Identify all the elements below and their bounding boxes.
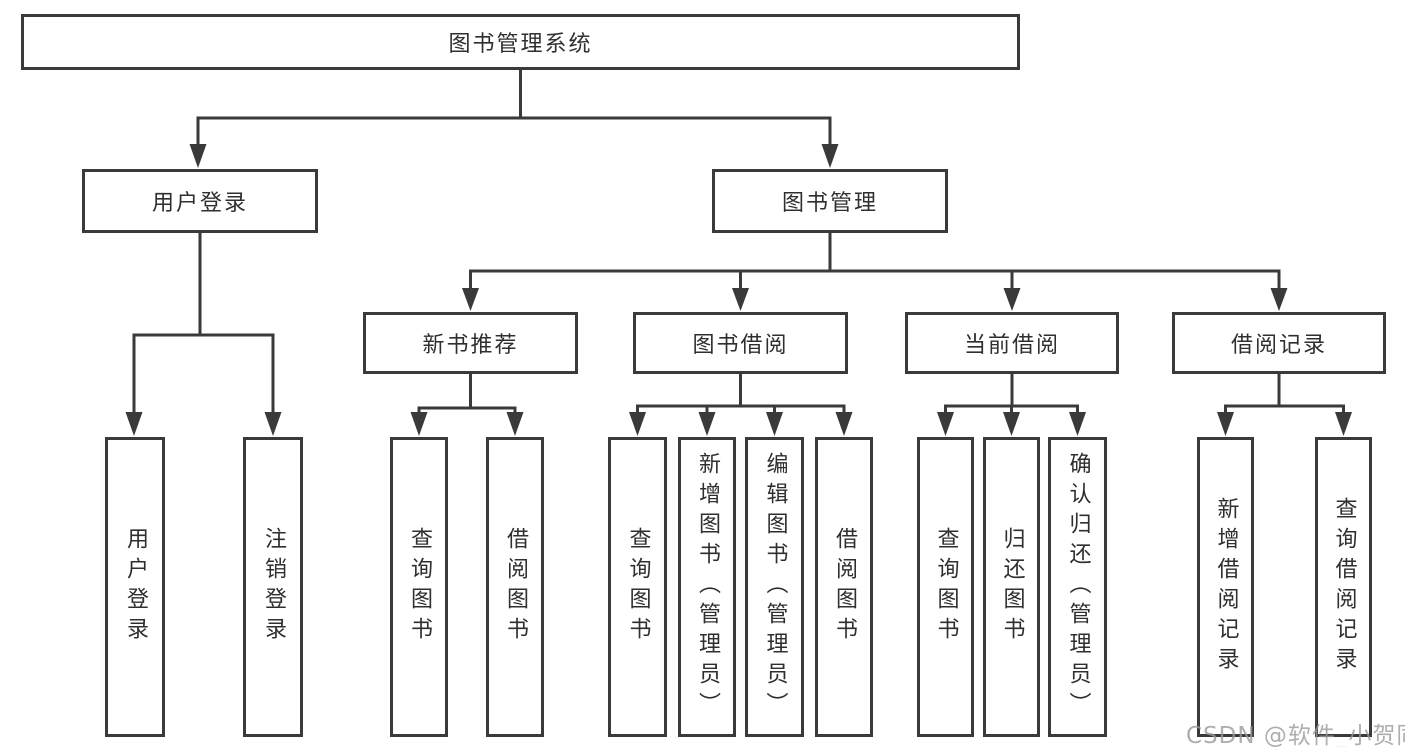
leaf-return-books: 归还图书: [983, 437, 1040, 737]
node-book-management-label: 图书管理: [781, 191, 878, 216]
leaf-borrow-books: 借阅图书: [815, 437, 873, 737]
connector-book-mgmt: [469, 233, 1281, 288]
node-book-borrowing: 图书借阅: [633, 312, 848, 374]
leaf-user-login: 用户登录: [105, 437, 165, 737]
node-user-login-label: 用户登录: [151, 191, 248, 216]
leaf-return-books-label: 归还图书: [999, 527, 1025, 647]
leaf-query-books-current-label: 查询图书: [933, 527, 959, 647]
connector-current: [944, 374, 1079, 414]
arrowhead: [462, 288, 479, 311]
connector-new-book: [417, 374, 517, 414]
leaf-borrow-books-recommend: 借阅图书: [486, 437, 544, 737]
node-current-borrowing-label: 当前借阅: [963, 333, 1060, 358]
leaf-user-login-label: 用户登录: [123, 527, 148, 647]
leaf-query-borrow-record-label: 查询借阅记录: [1331, 497, 1357, 677]
node-new-book-recommend-label: 新书推荐: [422, 333, 519, 358]
arrowhead: [821, 144, 839, 168]
leaf-query-books-borrow-label: 查询图书: [625, 527, 651, 647]
node-borrowing-records: 借阅记录: [1172, 312, 1386, 374]
connector-root: [196, 69, 832, 146]
arrowhead: [1335, 412, 1352, 436]
leaf-logout: 注销登录: [243, 437, 303, 737]
leaf-confirm-return-admin-label: 确认归还（管理员）: [1065, 452, 1091, 722]
arrowhead: [732, 288, 749, 311]
leaf-edit-books-admin: 编辑图书（管理员）: [745, 437, 804, 737]
arrowhead: [1270, 288, 1288, 311]
arrowhead: [698, 412, 716, 436]
node-new-book-recommend: 新书推荐: [363, 312, 578, 374]
leaf-confirm-return-admin: 确认归还（管理员）: [1048, 437, 1107, 737]
leaf-borrow-books-label: 借阅图书: [832, 527, 857, 647]
arrowhead: [410, 412, 428, 436]
arrowhead: [506, 412, 524, 436]
leaf-query-books-recommend-label: 查询图书: [407, 527, 432, 647]
node-current-borrowing: 当前借阅: [905, 312, 1119, 374]
arrowhead: [1069, 412, 1086, 436]
arrowhead: [1217, 412, 1234, 436]
leaf-add-borrow-record: 新增借阅记录: [1197, 437, 1254, 737]
node-borrowing-records-label: 借阅记录: [1230, 333, 1327, 358]
connector-records: [1224, 374, 1345, 414]
leaf-query-borrow-record: 查询借阅记录: [1315, 437, 1372, 737]
leaf-add-borrow-record-label: 新增借阅记录: [1213, 497, 1239, 677]
leaf-query-books-recommend: 查询图书: [390, 437, 448, 737]
node-root-system: 图书管理系统: [21, 14, 1020, 70]
arrowhead: [189, 144, 207, 168]
leaf-query-books-borrow: 查询图书: [608, 437, 667, 737]
leaf-query-books-current: 查询图书: [917, 437, 974, 737]
leaf-edit-books-admin-label: 编辑图书（管理员）: [762, 452, 788, 722]
leaf-logout-label: 注销登录: [261, 527, 286, 647]
csdn-watermark: CSDN @软件_小贺同学: [1186, 723, 1405, 747]
leaf-add-books-admin: 新增图书（管理员）: [678, 437, 736, 737]
arrowhead: [1003, 412, 1020, 436]
leaf-add-books-admin-label: 新增图书（管理员）: [695, 452, 720, 722]
leaf-borrow-books-recommend-label: 借阅图书: [503, 527, 528, 647]
arrowhead: [1003, 288, 1021, 311]
arrowhead: [835, 412, 853, 436]
connector-borrow: [636, 374, 846, 414]
connector-user-login: [132, 233, 275, 413]
node-user-login: 用户登录: [82, 169, 318, 233]
node-book-borrowing-label: 图书借阅: [692, 333, 789, 358]
arrowhead: [264, 412, 282, 436]
arrowhead: [125, 412, 143, 436]
arrowhead: [937, 412, 954, 436]
node-book-management: 图书管理: [712, 169, 948, 233]
arrowhead: [629, 412, 646, 436]
arrowhead: [766, 412, 783, 436]
node-root-system-label: 图书管理系统: [448, 32, 593, 57]
